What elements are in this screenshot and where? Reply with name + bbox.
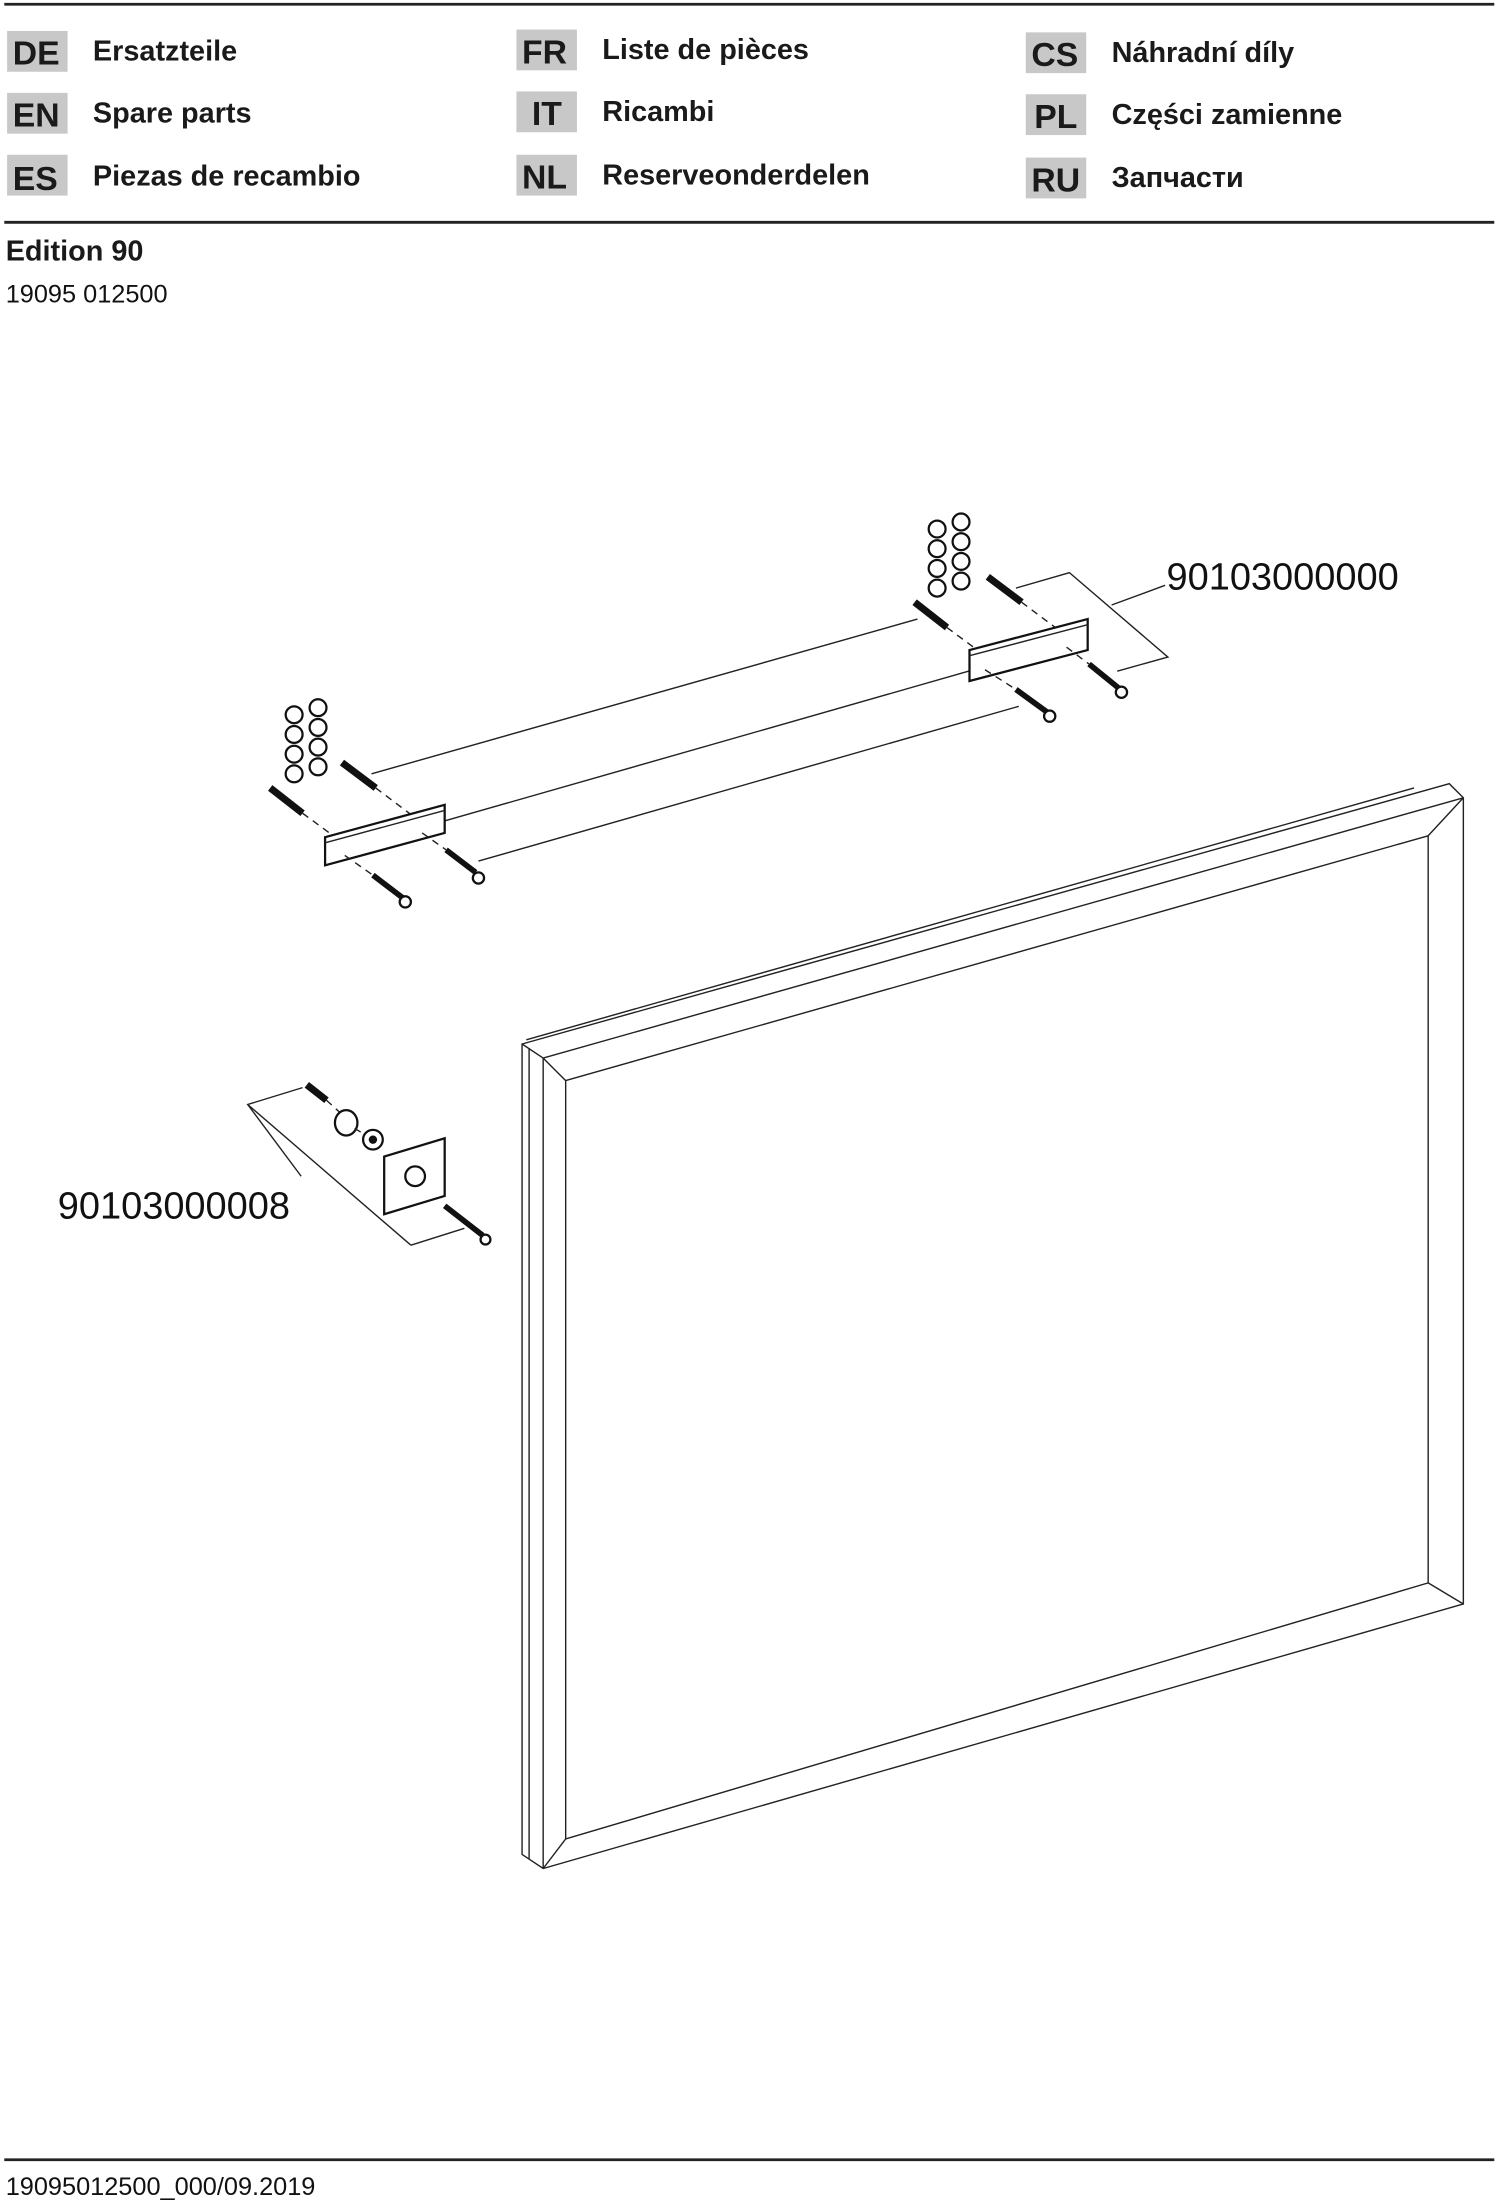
- mirror-frame-drawing: [521, 782, 1465, 1870]
- document-id: 19095012500_000/09.2019: [6, 2173, 316, 2201]
- lang-code: IT: [532, 95, 562, 133]
- lang-code: FR: [522, 33, 567, 71]
- lang-label: Náhradní díly: [1112, 37, 1295, 69]
- lang-pl: PL Części zamienne: [1025, 94, 1343, 136]
- lang-it: IT Ricambi: [516, 91, 714, 133]
- lang-fr: FR Liste de pièces: [516, 29, 809, 71]
- washers: [284, 698, 328, 784]
- lang-code: CS: [1031, 36, 1078, 74]
- lang-label: Ricambi: [602, 96, 714, 128]
- lang-code: PL: [1034, 98, 1077, 136]
- lang-label: Liste de pièces: [602, 34, 809, 66]
- washers: [927, 512, 971, 598]
- lang-code: EN: [13, 97, 60, 135]
- lang-nl: NL Reserveonderdelen: [516, 154, 870, 197]
- lang-de: DE Ersatzteile: [7, 30, 237, 73]
- left-bracket-set: [268, 698, 486, 909]
- lang-code: RU: [1031, 161, 1080, 199]
- lang-es: ES Piezas de recambio: [7, 154, 361, 198]
- lang-label: Spare parts: [93, 97, 252, 129]
- lang-label: Ersatzteile: [93, 36, 237, 68]
- spacer-set: [246, 1082, 492, 1246]
- alignment-lines: [371, 618, 1019, 862]
- right-bracket-set: [912, 512, 1170, 723]
- product-name: Edition 90: [6, 235, 144, 267]
- lang-ru: RU Запчасти: [1025, 157, 1244, 199]
- lang-code: ES: [13, 160, 58, 198]
- lang-label: Запчасти: [1112, 162, 1244, 194]
- lang-label: Reserveonderdelen: [602, 159, 870, 191]
- lang-label: Części zamienne: [1112, 99, 1343, 131]
- part-number-spacer-set: 90103000008: [58, 1185, 290, 1227]
- lang-cs: CS Náhradní díly: [1025, 32, 1295, 74]
- product-number: 19095 012500: [6, 281, 168, 309]
- lang-code: DE: [13, 35, 60, 73]
- part-number-wall-bracket-set: 90103000000: [1166, 557, 1398, 599]
- lang-label: Piezas de recambio: [93, 161, 361, 193]
- lang-code: NL: [522, 159, 567, 197]
- lang-en: EN Spare parts: [7, 92, 252, 135]
